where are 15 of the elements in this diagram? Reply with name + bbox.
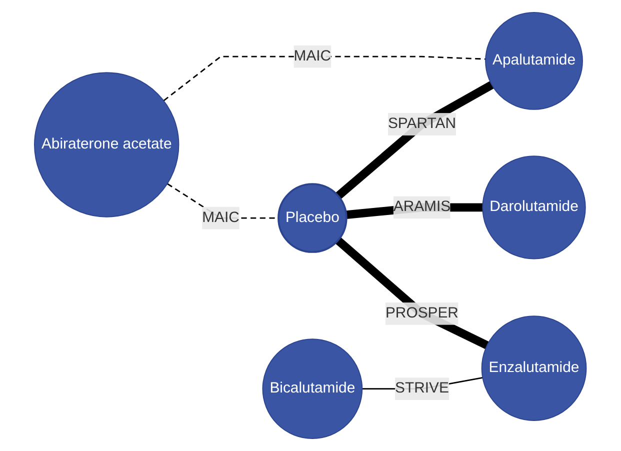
edge-label: PROSPER <box>386 305 459 322</box>
connector <box>336 81 494 200</box>
node-circle: Apalutamide <box>485 12 584 110</box>
edge-label: MAIC <box>294 48 332 64</box>
connector <box>163 56 486 102</box>
node-circle: Abiraterone acetate <box>34 72 180 218</box>
node-circle: Darolutamide <box>482 156 586 260</box>
node-circle: Enzalutamide <box>481 316 587 421</box>
edge-label: STRIVE <box>395 380 450 396</box>
node-circle: Placebo <box>278 183 348 253</box>
edge-label: SPARTAN <box>388 116 456 132</box>
edge-label: ARAMIS <box>394 199 451 215</box>
node-circle: Bicalutamide <box>262 338 363 439</box>
edge-label: MAIC <box>202 210 240 226</box>
connector <box>335 237 490 350</box>
